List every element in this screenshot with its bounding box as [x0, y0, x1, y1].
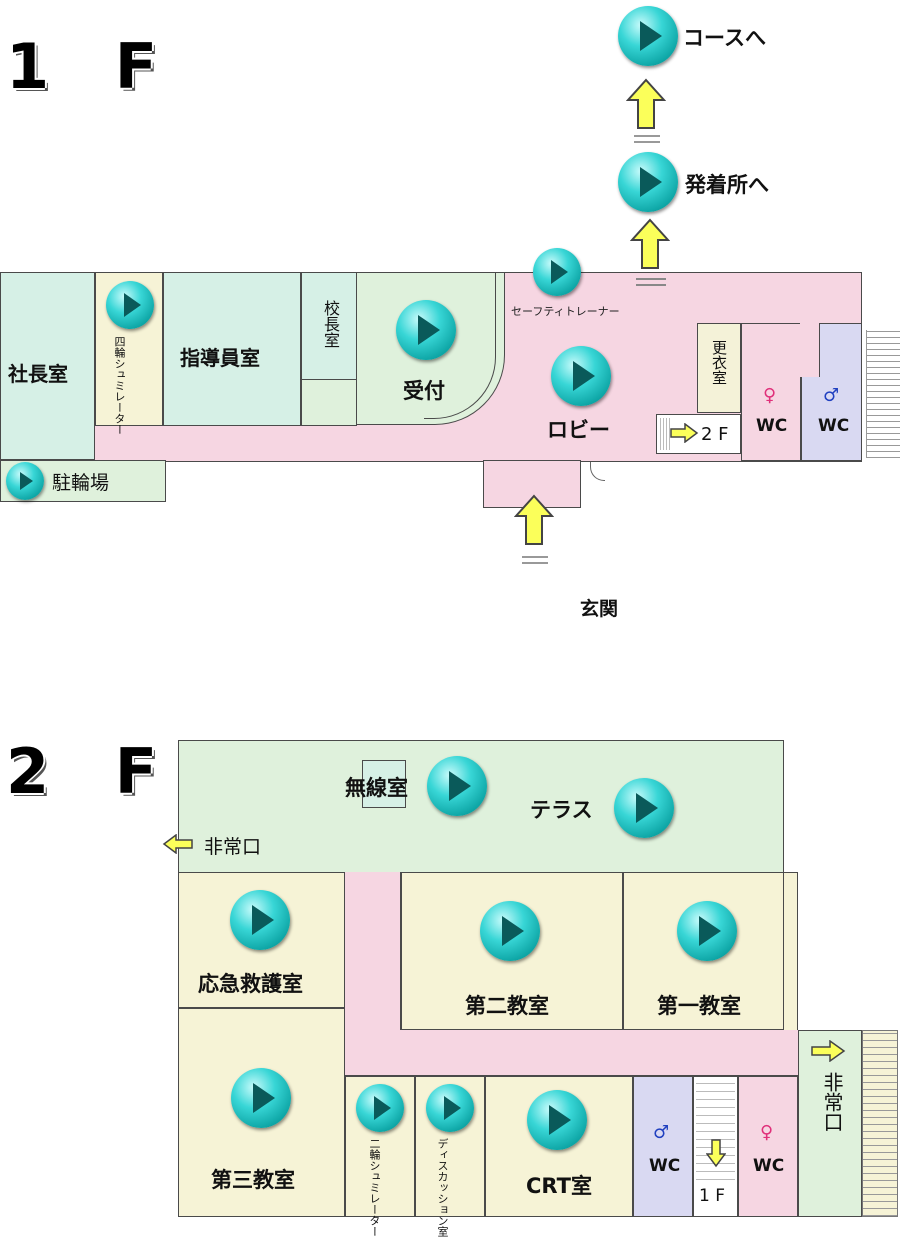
divider — [522, 556, 548, 558]
man-icon: ♂ — [823, 385, 840, 406]
course-button[interactable] — [618, 6, 678, 66]
floor1-title: 1 F — [6, 30, 180, 103]
classroom-3-button[interactable] — [231, 1068, 291, 1128]
up-arrow-icon — [630, 218, 670, 269]
up-arrow-icon — [514, 494, 554, 545]
floor2-title: 2 F — [6, 735, 180, 808]
women-restroom-2f-label: WC — [753, 1156, 785, 1176]
stairs-2f-label: 2 F — [701, 424, 729, 445]
instructor-room[interactable] — [163, 272, 301, 426]
man-icon: ♂ — [653, 1122, 670, 1143]
divider — [636, 278, 666, 280]
changing-room-label: 更衣室 — [710, 340, 728, 385]
down-arrow-icon — [706, 1139, 726, 1168]
divider — [522, 562, 548, 564]
principal-room[interactable] — [301, 272, 357, 380]
crt-room-button[interactable] — [527, 1090, 587, 1150]
up-arrow-icon — [626, 78, 666, 129]
four-wheel-simulator-label: 四輪シュミレーター — [113, 336, 126, 435]
reception-button[interactable] — [396, 300, 456, 360]
women-restroom[interactable] — [741, 323, 801, 461]
door — [590, 462, 605, 481]
men-restroom-2f[interactable] — [633, 1076, 693, 1217]
terrace[interactable] — [178, 740, 784, 873]
reception-label: 受付 — [403, 379, 445, 403]
radio-room[interactable] — [362, 760, 406, 808]
entrance-label: 玄関 — [580, 598, 619, 620]
woman-icon: ♀ — [760, 1122, 774, 1143]
president-room-label: 社長室 — [8, 362, 68, 386]
to-start-label: 発着所へ — [685, 173, 769, 197]
classroom-2-label: 第二教室 — [465, 994, 549, 1018]
stairs-1f-label: 1 F — [699, 1186, 725, 1206]
safety-trainer-button[interactable] — [533, 248, 581, 296]
to-course-label: コースへ — [683, 26, 766, 50]
restroom-entry — [800, 323, 820, 377]
two-wheel-simulator-label: 二輪シュミレーター — [368, 1138, 381, 1237]
discussion-room-button[interactable] — [426, 1084, 474, 1132]
men-restroom-label: WC — [818, 416, 850, 436]
instructor-room-label: 指導員室 — [180, 346, 260, 370]
stairs-to-2f[interactable] — [656, 414, 741, 454]
classroom-2-button[interactable] — [480, 901, 540, 961]
two-wheel-simulator-button[interactable] — [356, 1084, 404, 1132]
stair-steps — [660, 418, 670, 450]
left-arrow-icon — [162, 834, 193, 854]
terrace-label: テラス — [530, 798, 593, 822]
corridor-horizontal — [344, 1030, 798, 1076]
four-wheel-simulator-button[interactable] — [106, 281, 154, 329]
radio-room-button[interactable] — [427, 756, 487, 816]
divider — [634, 135, 660, 137]
divider — [636, 284, 666, 286]
emergency-exit-right-label: 非常口 — [820, 1072, 844, 1132]
emergency-exit-right-area[interactable] — [798, 1030, 862, 1217]
first-aid-room-label: 応急救護室 — [198, 972, 303, 996]
women-restroom-label: WC — [756, 416, 788, 436]
woman-icon: ♀ — [763, 385, 777, 406]
divider — [634, 141, 660, 143]
radio-room-label: 無線室 — [345, 776, 408, 800]
women-restroom-2f[interactable] — [738, 1076, 798, 1217]
classroom-3-label: 第三教室 — [211, 1168, 295, 1192]
terrace-button[interactable] — [614, 778, 674, 838]
lobby-label: ロビー — [547, 418, 610, 442]
president-room[interactable] — [0, 272, 95, 460]
classroom-1-button[interactable] — [677, 901, 737, 961]
safety-trainer-label: セーフティトレーナー — [511, 305, 620, 318]
bicycle-parking-label: 駐輪場 — [52, 472, 110, 494]
principal-room-label: 校長室 — [321, 300, 340, 348]
first-aid-room-button[interactable] — [230, 890, 290, 950]
outer-stairs — [866, 330, 900, 458]
right-arrow-icon — [811, 1040, 846, 1062]
men-restroom-2f-label: WC — [649, 1156, 681, 1176]
crt-room-label: CRT室 — [526, 1174, 592, 1198]
discussion-room-label: ディスカッション室 — [436, 1138, 449, 1237]
classroom-1-label: 第一教室 — [657, 994, 741, 1018]
start-area-button[interactable] — [618, 152, 678, 212]
changing-room[interactable] — [697, 323, 741, 413]
right-arrow-icon — [670, 423, 699, 443]
bicycle-parking-button[interactable] — [6, 462, 44, 500]
emergency-exit-left-label: 非常口 — [204, 836, 262, 858]
lobby-button[interactable] — [551, 346, 611, 406]
outer-stairs — [862, 1030, 898, 1217]
